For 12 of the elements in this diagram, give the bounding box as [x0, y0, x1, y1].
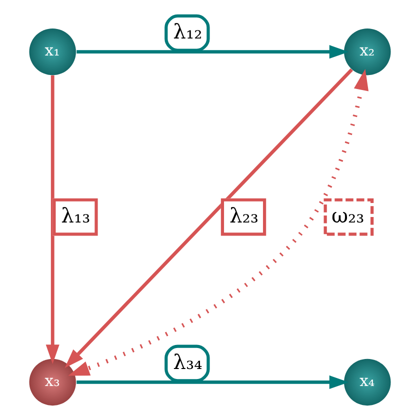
node-circle: x₄ — [344, 358, 391, 406]
edge-label: λ₁₃ — [61, 203, 90, 228]
node-circle: x₂ — [344, 28, 391, 76]
edge-label: λ₂₃ — [229, 203, 259, 228]
arrow — [46, 75, 60, 364]
arrow — [76, 45, 349, 59]
node-circle: x₃ — [29, 358, 76, 406]
edge-label: ω₂₃ — [332, 203, 364, 228]
arrow — [76, 375, 349, 389]
edge-label: λ₁₂ — [173, 19, 202, 44]
node-circle: x₁ — [29, 28, 76, 76]
edge-label: λ₃₄ — [173, 350, 202, 374]
